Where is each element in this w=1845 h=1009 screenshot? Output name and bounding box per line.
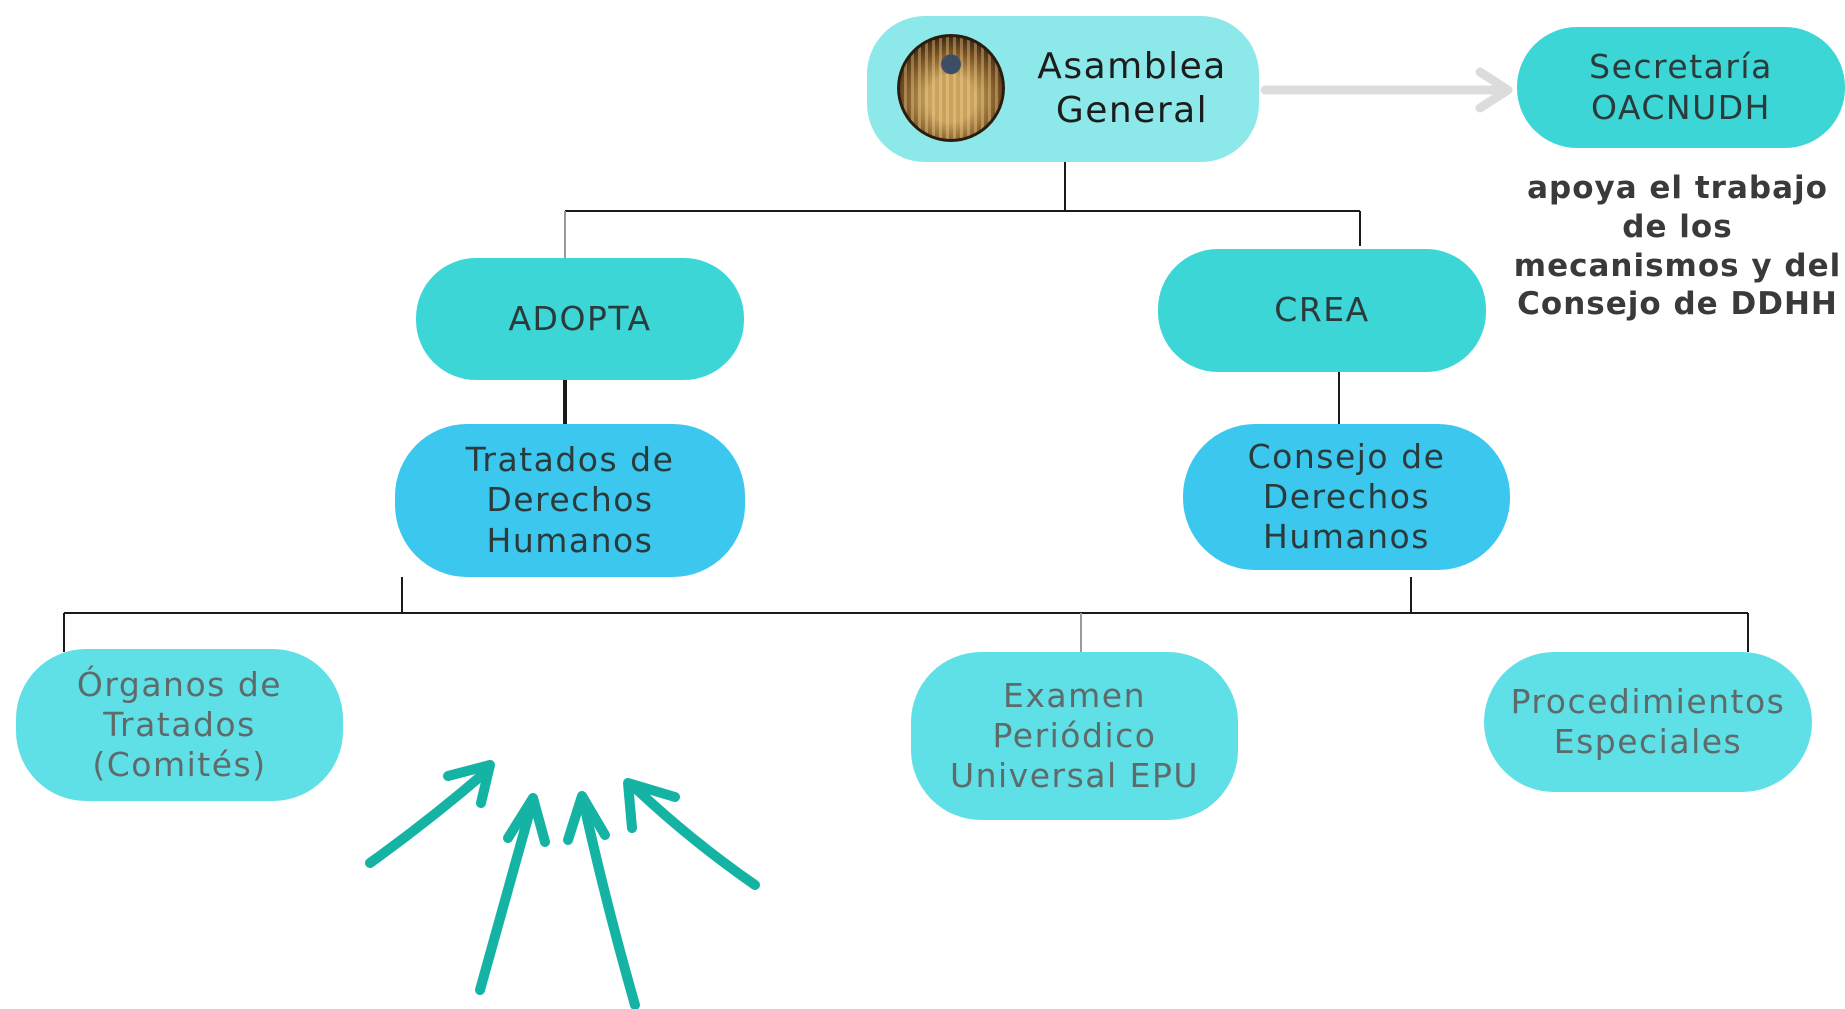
hand-arrow-4 [627, 780, 760, 890]
hand-arrow-2-head [503, 793, 550, 847]
arrow-to-secretaria-head [1475, 67, 1513, 113]
node-adopta-label: ADOPTA [508, 298, 652, 338]
general-assembly-hall-photo [897, 34, 1005, 142]
node-procedimientos-label: Procedimientos Especiales [1510, 681, 1786, 761]
node-asamblea-label: Asamblea General [1037, 46, 1227, 131]
hand-arrow-3-head [563, 791, 610, 845]
node-organos-label: Órganos de Tratados (Comités) [76, 664, 283, 785]
node-examen-label: Examen Periódico Universal EPU [949, 675, 1200, 796]
hand-arrow-3 [578, 795, 640, 1009]
hand-arrow-4-head [623, 778, 680, 833]
node-procedimientos-especiales: Procedimientos Especiales [1484, 652, 1812, 792]
hand-arrow-1-head [443, 760, 495, 808]
hand-drawn-arrows [365, 760, 760, 1009]
node-consejo-ddhh: Consejo de Derechos Humanos [1183, 424, 1510, 570]
node-tratados-label: Tratados de Derechos Humanos [465, 440, 675, 560]
node-tratados-ddhh: Tratados de Derechos Humanos [395, 424, 745, 577]
node-examen-epu: Examen Periódico Universal EPU [911, 652, 1238, 820]
node-asamblea-general: Asamblea General [867, 16, 1259, 162]
node-organos-tratados: Órganos de Tratados (Comités) [16, 649, 343, 801]
node-crea: CREA [1158, 249, 1486, 372]
node-consejo-label: Consejo de Derechos Humanos [1247, 436, 1446, 557]
node-adopta: ADOPTA [416, 258, 744, 380]
node-secretaria-oacnudh: Secretaría OACNUDH [1517, 27, 1845, 148]
hand-arrow-2 [475, 795, 538, 995]
node-crea-label: CREA [1274, 290, 1370, 330]
secretaria-note: apoya el trabajo de los mecanismos y del… [1513, 170, 1842, 323]
hand-arrow-1 [365, 765, 493, 868]
node-secretaria-label: Secretaría OACNUDH [1589, 47, 1773, 127]
